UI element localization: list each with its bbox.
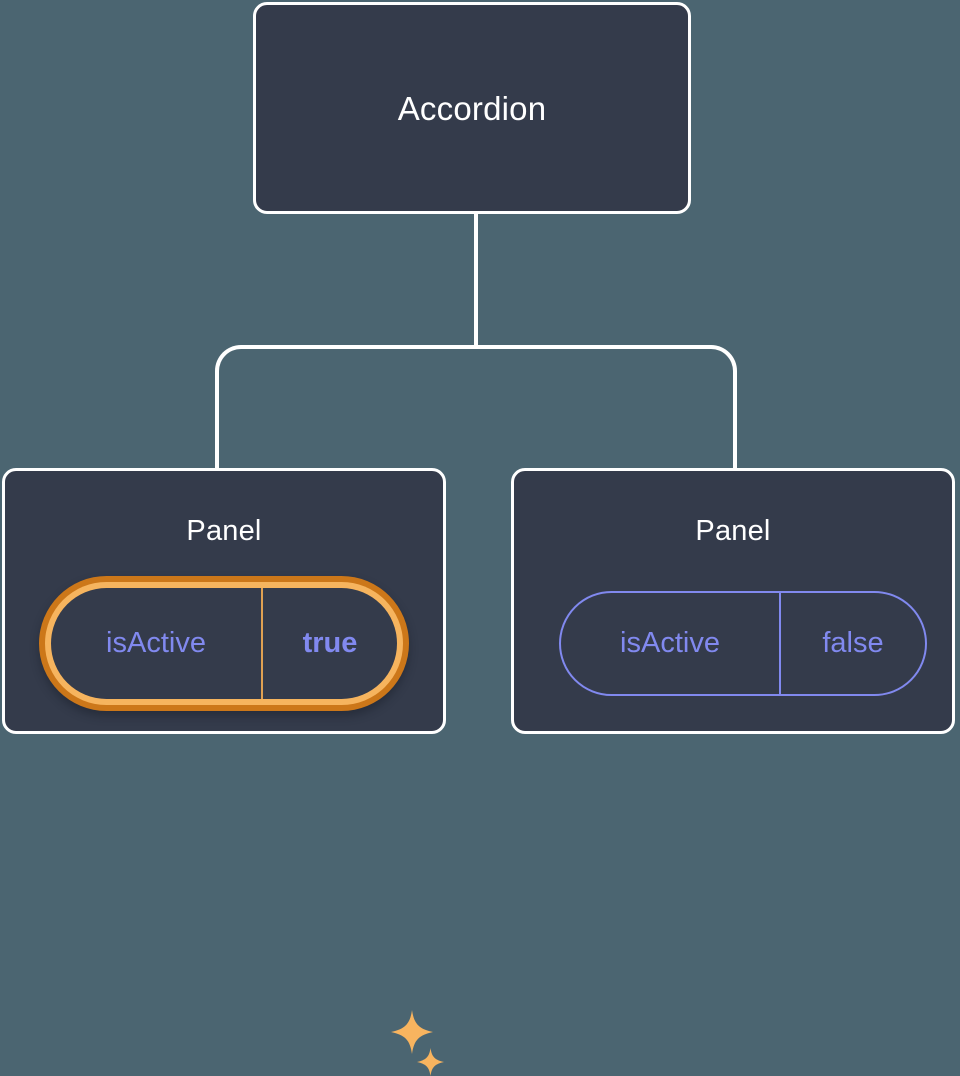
prop-pill-1[interactable]: isActive true [51, 588, 397, 699]
prop-pill-2[interactable]: isActive false [559, 591, 927, 696]
edge-branch-to-panel-2 [475, 345, 737, 470]
edge-root-to-branch [474, 213, 478, 347]
prop-pill-2-key: isActive [620, 627, 720, 659]
node-panel-1[interactable]: Panel isActive true [2, 468, 446, 1076]
prop-pill-2-value: false [779, 593, 925, 694]
prop-pill-1-inner-ring: isActive true [45, 582, 403, 705]
node-panel-1-title: Panel [186, 515, 262, 547]
prop-pill-1-highlight-ring: isActive true [39, 576, 409, 711]
node-accordion[interactable]: Accordion [253, 2, 691, 214]
sparkle-small-icon [417, 1048, 444, 1076]
prop-pill-1-key: isActive [106, 627, 206, 659]
prop-pill-1-wrapper: isActive true [39, 576, 409, 711]
prop-pill-2-wrapper: isActive false [559, 591, 927, 696]
prop-pill-1-value: true [261, 588, 397, 699]
node-accordion-title: Accordion [397, 89, 547, 127]
node-panel-2[interactable]: Panel isActive false [511, 468, 955, 734]
node-panel-2-title: Panel [695, 515, 771, 547]
edge-branch-to-panel-1 [215, 345, 477, 470]
